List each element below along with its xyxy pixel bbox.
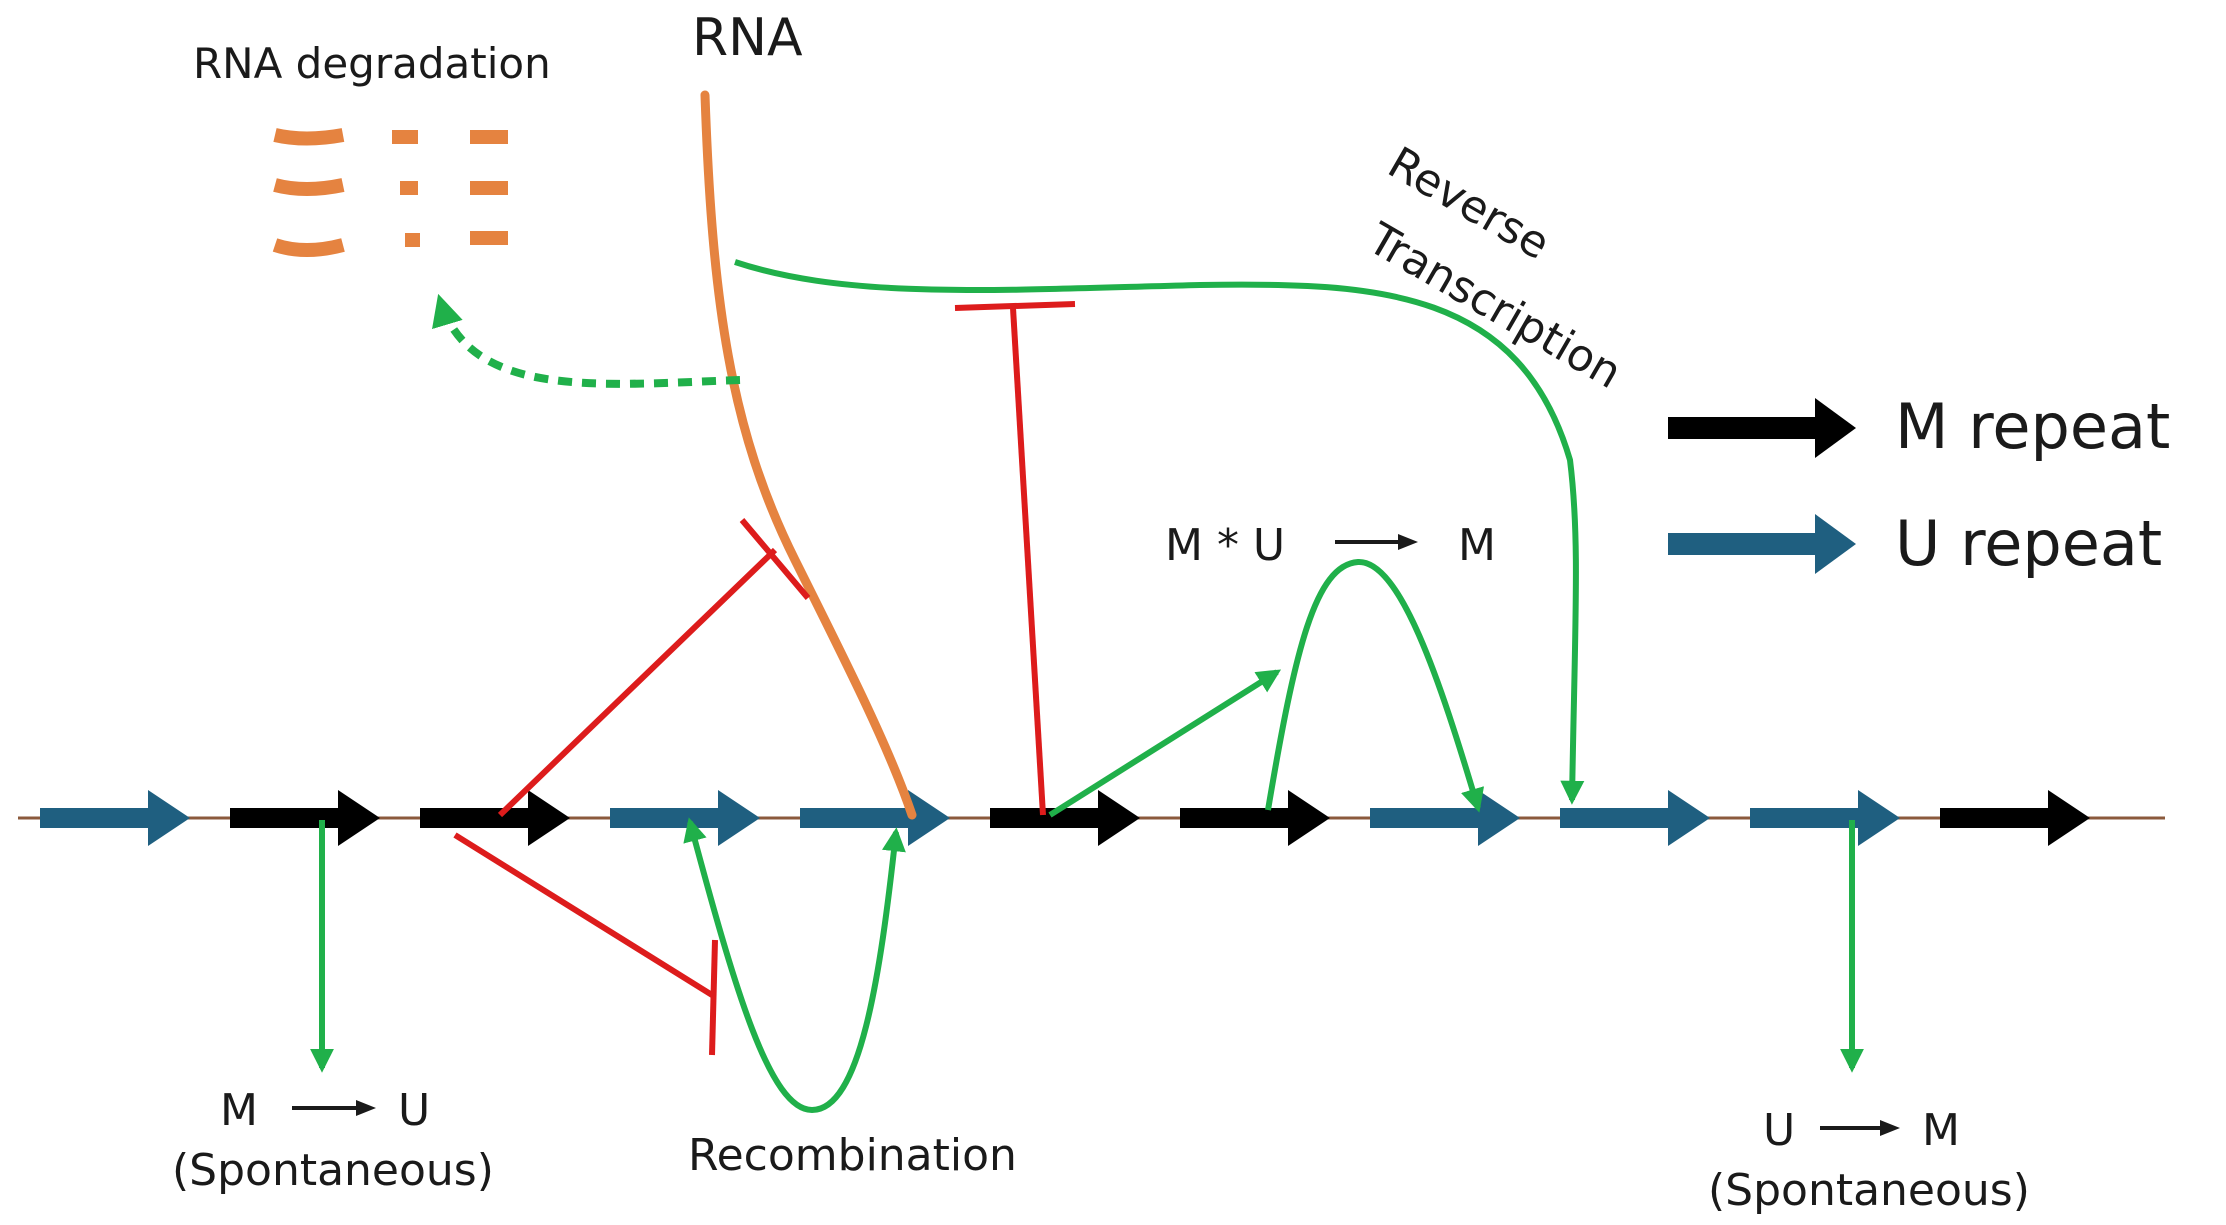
u-to-m-left-label: U xyxy=(1763,1105,1795,1156)
m-star-u-label: M * U xyxy=(1165,520,1285,571)
rna-degradation-label: RNA degradation xyxy=(193,39,551,88)
legend-u-repeat-label: U repeat xyxy=(1895,507,2162,580)
u-repeat-arrow xyxy=(610,790,760,846)
m-repeat-arrow xyxy=(230,790,380,846)
inhibit-rna-and-recombination xyxy=(453,518,811,1056)
m-to-u-right-label: U xyxy=(398,1085,430,1136)
m-star-u-loop-arrow xyxy=(1265,558,1485,813)
recombination-label: Recombination xyxy=(688,1130,1017,1181)
u-repeat-arrow xyxy=(1370,790,1520,846)
recombination-arrow xyxy=(683,817,906,1114)
spontaneous-right-label: (Spontaneous) xyxy=(1708,1165,2030,1216)
inhibit-reverse-transcription xyxy=(954,301,1076,816)
m-repeat-arrow xyxy=(1940,790,2090,846)
u-to-m-right-label: M xyxy=(1922,1105,1960,1156)
u-repeat-arrow xyxy=(1560,790,1710,846)
u-repeat-arrow xyxy=(800,790,950,846)
legend: M repeat U repeat xyxy=(1668,390,2170,580)
legend-u-arrow-icon xyxy=(1668,514,1856,574)
m-star-u-result-label: M xyxy=(1458,520,1496,571)
m-to-u-left-label: M xyxy=(220,1085,258,1136)
repeat-array xyxy=(40,790,2090,846)
legend-m-repeat-label: M repeat xyxy=(1895,390,2170,463)
u-repeat-arrow xyxy=(40,790,190,846)
m-repeat-arrow xyxy=(420,790,570,846)
m-repeat-arrow xyxy=(990,790,1140,846)
m-repeat-arrow xyxy=(1180,790,1330,846)
legend-m-arrow-icon xyxy=(1668,398,1856,458)
rna-label: RNA xyxy=(692,8,803,68)
reverse-transcription-arrow xyxy=(734,259,1585,805)
rna-strand xyxy=(700,90,917,820)
spontaneous-left-label: (Spontaneous) xyxy=(172,1145,494,1196)
rna-degradation-fragments xyxy=(272,128,508,257)
reaction-arrow-icon xyxy=(292,534,1900,1136)
m-star-u-arrow-out xyxy=(1048,669,1282,818)
rna-degradation-arrow xyxy=(432,293,741,388)
u-repeat-arrow xyxy=(1750,790,1900,846)
